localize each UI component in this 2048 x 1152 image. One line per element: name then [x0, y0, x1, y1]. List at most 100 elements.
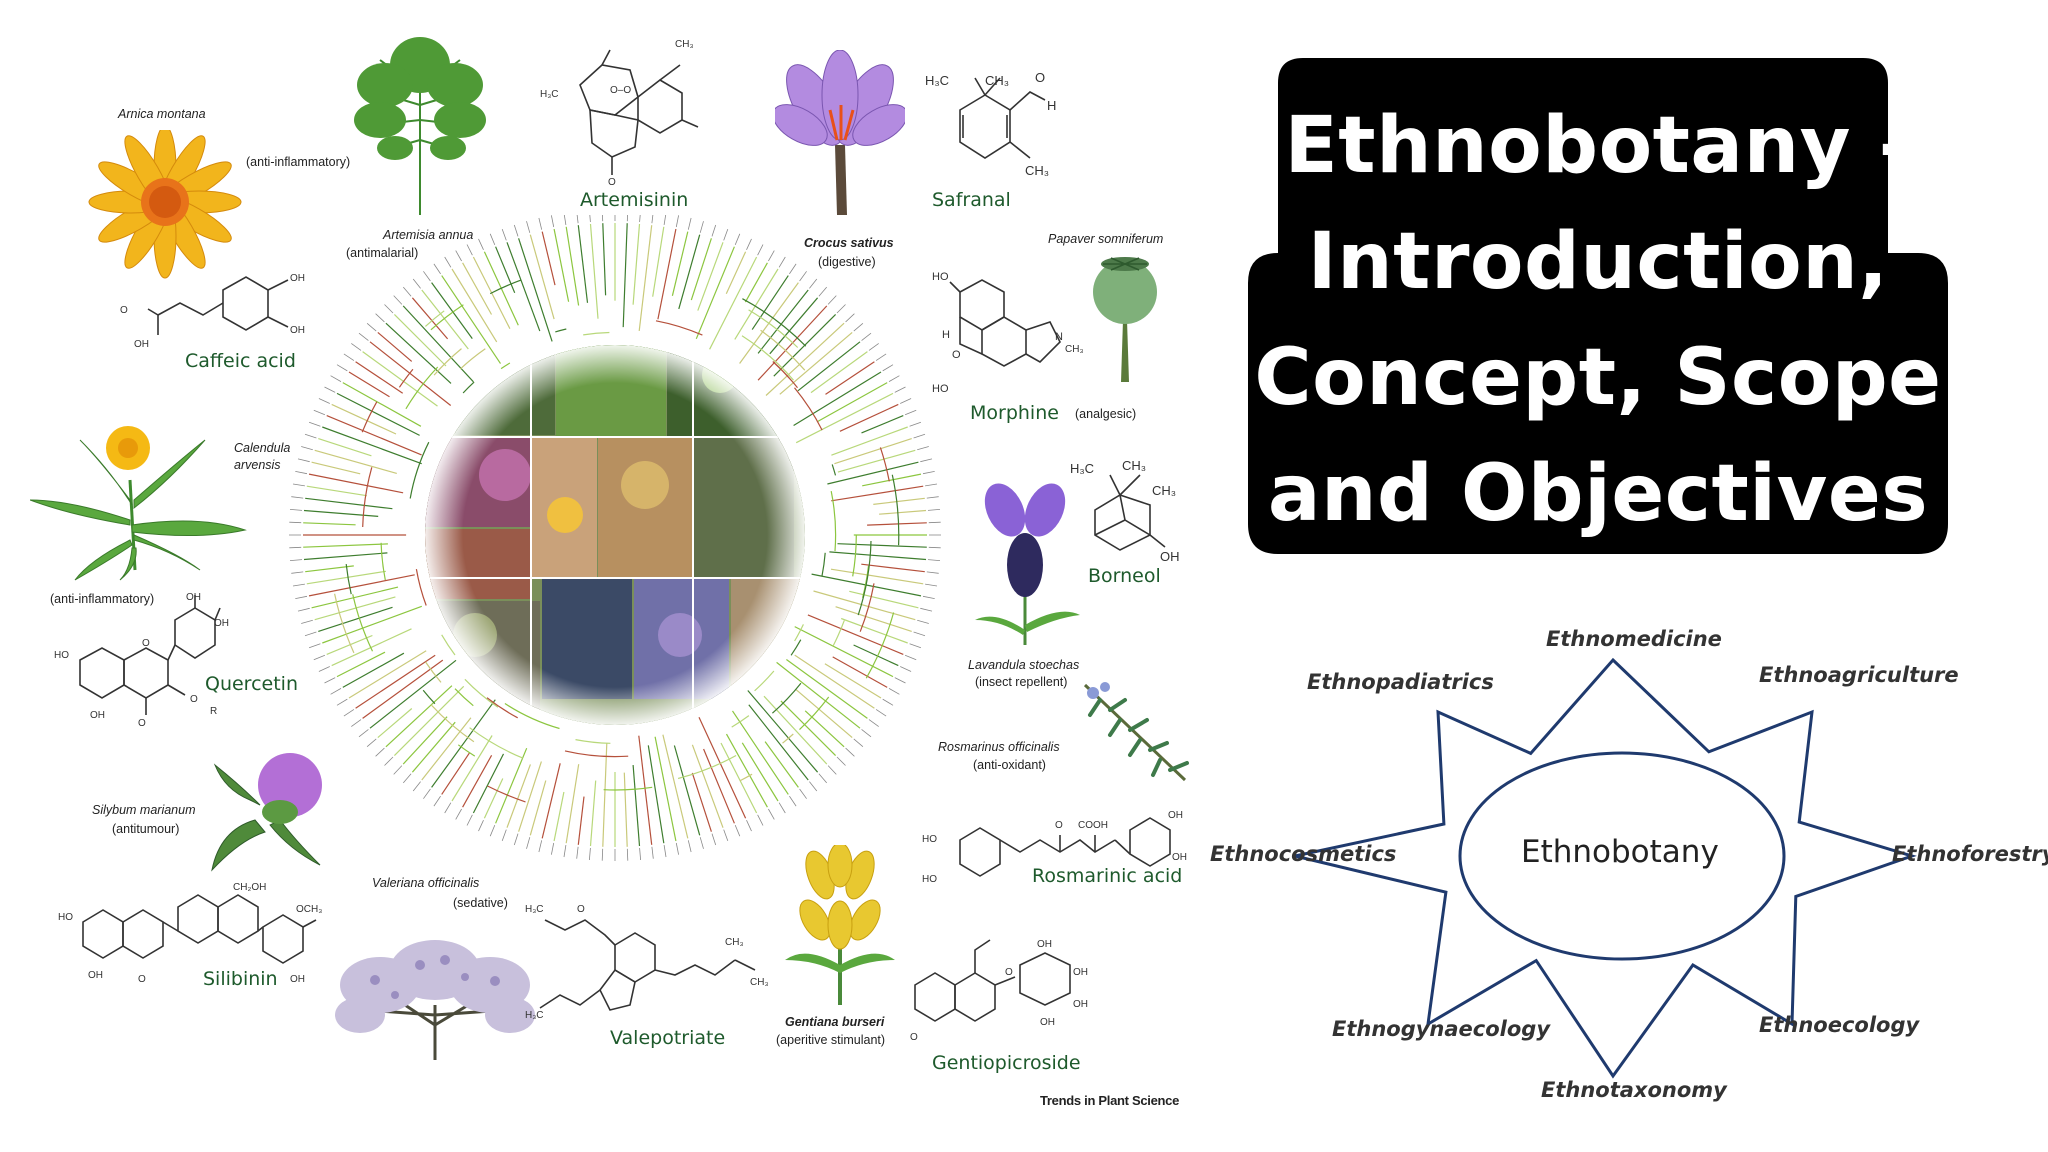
svg-text:O: O — [1055, 820, 1063, 831]
tree-leaf-tick — [455, 250, 462, 262]
tree-leaf-tick — [894, 386, 906, 393]
tree-branch — [342, 652, 405, 688]
tree-branch — [879, 509, 927, 515]
tree-leaf-tick — [909, 643, 922, 649]
silibinin-label: Silibinin — [203, 968, 278, 990]
tree-leaf-tick — [538, 217, 543, 230]
star-label-ethnopadiatrics: Ethnopadiatrics — [1307, 670, 1494, 694]
tree-arc — [794, 624, 804, 642]
tree-branch — [638, 735, 653, 845]
tree-arc — [821, 552, 826, 577]
svg-text:OH: OH — [290, 974, 305, 985]
crocus-latin-name: Crocus sativus — [804, 236, 894, 250]
svg-text:O: O — [608, 177, 616, 185]
center-ellipse — [1458, 751, 1786, 961]
tree-leaf-tick — [304, 433, 317, 439]
caffeic-acid-structure: O OH OH OH — [120, 273, 305, 350]
tree-leaf-tick — [292, 583, 305, 587]
tree-branch — [862, 473, 922, 487]
tree-branch — [602, 743, 608, 847]
tree-arc — [334, 593, 355, 654]
source-credit: Trends in Plant Science — [1040, 1093, 1180, 1108]
tree-branch — [861, 563, 925, 573]
tree-branch — [751, 275, 789, 330]
valeriana-flower-image — [335, 940, 535, 1060]
papaver-activity: (analgesic) — [1075, 407, 1137, 421]
tree-leaf-tick — [576, 215, 579, 224]
svg-text:H₃C: H₃C — [540, 89, 559, 100]
svg-text:CH₃: CH₃ — [675, 39, 694, 50]
tree-branch — [308, 473, 404, 494]
tree-leaf-tick — [489, 824, 496, 837]
tree-leaf-tick — [318, 398, 330, 404]
tree-leaf-tick — [423, 788, 431, 799]
tree-branch — [853, 644, 899, 667]
tree-leaf-tick — [757, 814, 764, 826]
tree-arc — [790, 639, 802, 656]
tree-arc — [739, 773, 753, 782]
tree-arc — [830, 490, 837, 552]
tree-branch — [763, 695, 828, 765]
svg-text:CH₃: CH₃ — [1122, 458, 1146, 473]
tree-branch — [385, 685, 453, 748]
star-label-ethnoforestry: Ethnoforestry — [1892, 842, 2048, 866]
tree-branch — [657, 228, 677, 320]
svg-text:H₃C: H₃C — [525, 904, 544, 915]
tree-leaf-tick — [845, 747, 855, 757]
tree-leaf-tick — [900, 666, 912, 672]
tree-branch — [303, 552, 388, 561]
tree-arc — [405, 366, 439, 410]
gentiopicroside-label: Gentiopicroside — [932, 1052, 1081, 1074]
tree-branch — [553, 791, 565, 842]
tree-arc — [564, 750, 629, 758]
artemisinin-structure: H₃C O–O CH₃ O — [540, 39, 699, 185]
tree-branch — [308, 574, 415, 597]
tree-branch — [431, 699, 496, 788]
crocus-flower-image — [775, 50, 905, 215]
tree-branch — [810, 351, 868, 394]
svg-text:O: O — [577, 904, 585, 915]
tree-branch — [577, 796, 585, 845]
tree-branch — [757, 289, 809, 354]
morphine-label: Morphine — [970, 402, 1059, 424]
tree-arc — [742, 298, 807, 347]
tree-arc — [859, 583, 875, 632]
tree-branch — [318, 438, 372, 457]
tree-leaf-tick — [455, 808, 462, 820]
tree-branch — [647, 745, 665, 844]
svg-text:OH: OH — [134, 339, 149, 350]
title-box: Ethnobotany - Introduction, Concept, Sco… — [1248, 58, 1948, 554]
tree-branch — [506, 242, 541, 332]
tree-leaf-tick — [601, 848, 604, 861]
photo-collage — [425, 345, 805, 725]
tree-leaf-tick — [433, 795, 441, 807]
tree-branch — [402, 305, 474, 383]
tree-branch — [824, 663, 882, 699]
svg-text:HO: HO — [922, 874, 937, 885]
tree-leaf-tick — [913, 433, 926, 439]
tree-branch — [813, 590, 916, 621]
tree-leaf-tick — [875, 353, 887, 361]
safranal-label: Safranal — [932, 189, 1011, 211]
svg-text:O–O: O–O — [610, 85, 631, 96]
tree-arc — [741, 335, 794, 381]
tree-branch — [873, 497, 925, 505]
tree-arc — [430, 704, 475, 743]
tree-arc — [454, 688, 474, 707]
svg-text:OH: OH — [290, 325, 305, 336]
tree-arc — [782, 733, 794, 744]
tree-leaf-tick — [478, 238, 484, 250]
tree-branch — [638, 225, 653, 331]
tree-branch — [331, 628, 412, 667]
tree-leaf-tick — [526, 837, 531, 849]
svg-text:OH: OH — [214, 618, 229, 629]
svg-text:H₃C: H₃C — [925, 73, 949, 88]
tree-leaf-tick — [768, 808, 775, 820]
tree-leaf-tick — [402, 773, 412, 784]
calendula-plant-image — [30, 426, 247, 581]
tree-branch — [348, 371, 390, 398]
valeriana-latin-name: Valeriana officinalis — [372, 876, 480, 890]
tree-leaf-tick — [289, 546, 302, 549]
tree-leaf-tick — [882, 364, 894, 372]
svg-text:CH₃: CH₃ — [725, 937, 744, 948]
